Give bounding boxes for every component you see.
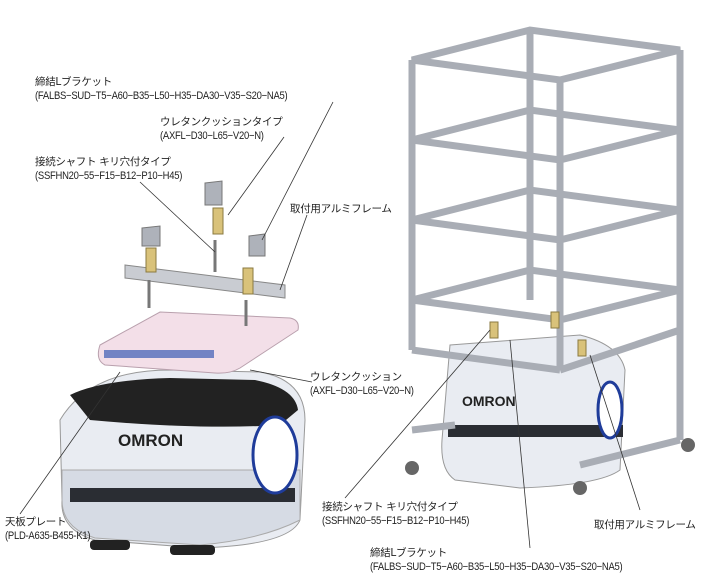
label-name: 接続シャフト キリ穴付タイプ (322, 501, 458, 513)
label-name: 取付用アルミフレーム (594, 519, 696, 531)
omron-logo-right: OMRON (462, 393, 516, 409)
leader-lines (19, 101, 641, 549)
left-mobile-robot (59, 369, 306, 555)
right-mobile-robot (441, 334, 626, 489)
plate-cutout (104, 350, 214, 358)
right-shaft-label: 接続シャフト キリ穴付タイプ (SSFHN20−55−F15−B12−P10−H… (322, 500, 493, 528)
label-code: (AXFL−D30−L65−V20−N) (310, 385, 414, 397)
left-shaft-label: 接続シャフト キリ穴付タイプ (SSFHN20−55−F15−B12−P10−H… (35, 155, 206, 183)
right-bracket-label: 締結Lブラケット (FALBS−SUD−T5−A60−B35−L50−H35−D… (370, 546, 664, 574)
label-code: (PLD-A635-B455-K1) (5, 530, 91, 542)
label-name: 天板プレート (5, 516, 67, 528)
left-frame-label: 取付用アルミフレーム (290, 202, 392, 216)
label-name: ウレタンクッションタイプ (160, 116, 283, 128)
right-frame-label: 取付用アルミフレーム (594, 518, 696, 532)
label-name: 接続シャフト キリ穴付タイプ (35, 156, 171, 168)
omron-logo-left: OMRON (118, 431, 183, 450)
top-plate (97, 311, 299, 374)
label-name: ウレタンクッション (310, 371, 402, 383)
casters (405, 438, 695, 495)
left-cushion-type-label: ウレタンクッションタイプ (AXFL−D30−L65−V20−N) (160, 115, 283, 143)
shafts-left (147, 240, 248, 326)
label-code: (SSFHN20−55−F15−B12−P10−H45) (322, 515, 470, 527)
urethane-cushions-right (489, 311, 587, 357)
label-name: 取付用アルミフレーム (290, 203, 392, 215)
label-code: (AXFL−D30−L65−V20−N) (160, 130, 264, 142)
left-bracket-label: 締結Lブラケット (FALBS−SUD−T5−A60−B35−L50−H35−D… (35, 75, 329, 103)
label-code: (SSFHN20−55−F15−B12−P10−H45) (35, 170, 183, 182)
l-brackets-left (141, 180, 266, 257)
top-plate-label: 天板プレート (PLD-A635-B455-K1) (5, 515, 104, 543)
label-name: 締結Lブラケット (370, 547, 447, 559)
left-cushion-label: ウレタンクッション (AXFL−D30−L65−V20−N) (310, 370, 431, 398)
urethane-cushions-left (145, 207, 254, 295)
aluminium-frame-structure (408, 26, 684, 469)
label-name: 締結Lブラケット (35, 76, 112, 88)
label-code: (FALBS−SUD−T5−A60−B35−L50−H35−DA30−V35−S… (370, 561, 623, 573)
label-code: (FALBS−SUD−T5−A60−B35−L50−H35−DA30−V35−S… (35, 90, 288, 102)
